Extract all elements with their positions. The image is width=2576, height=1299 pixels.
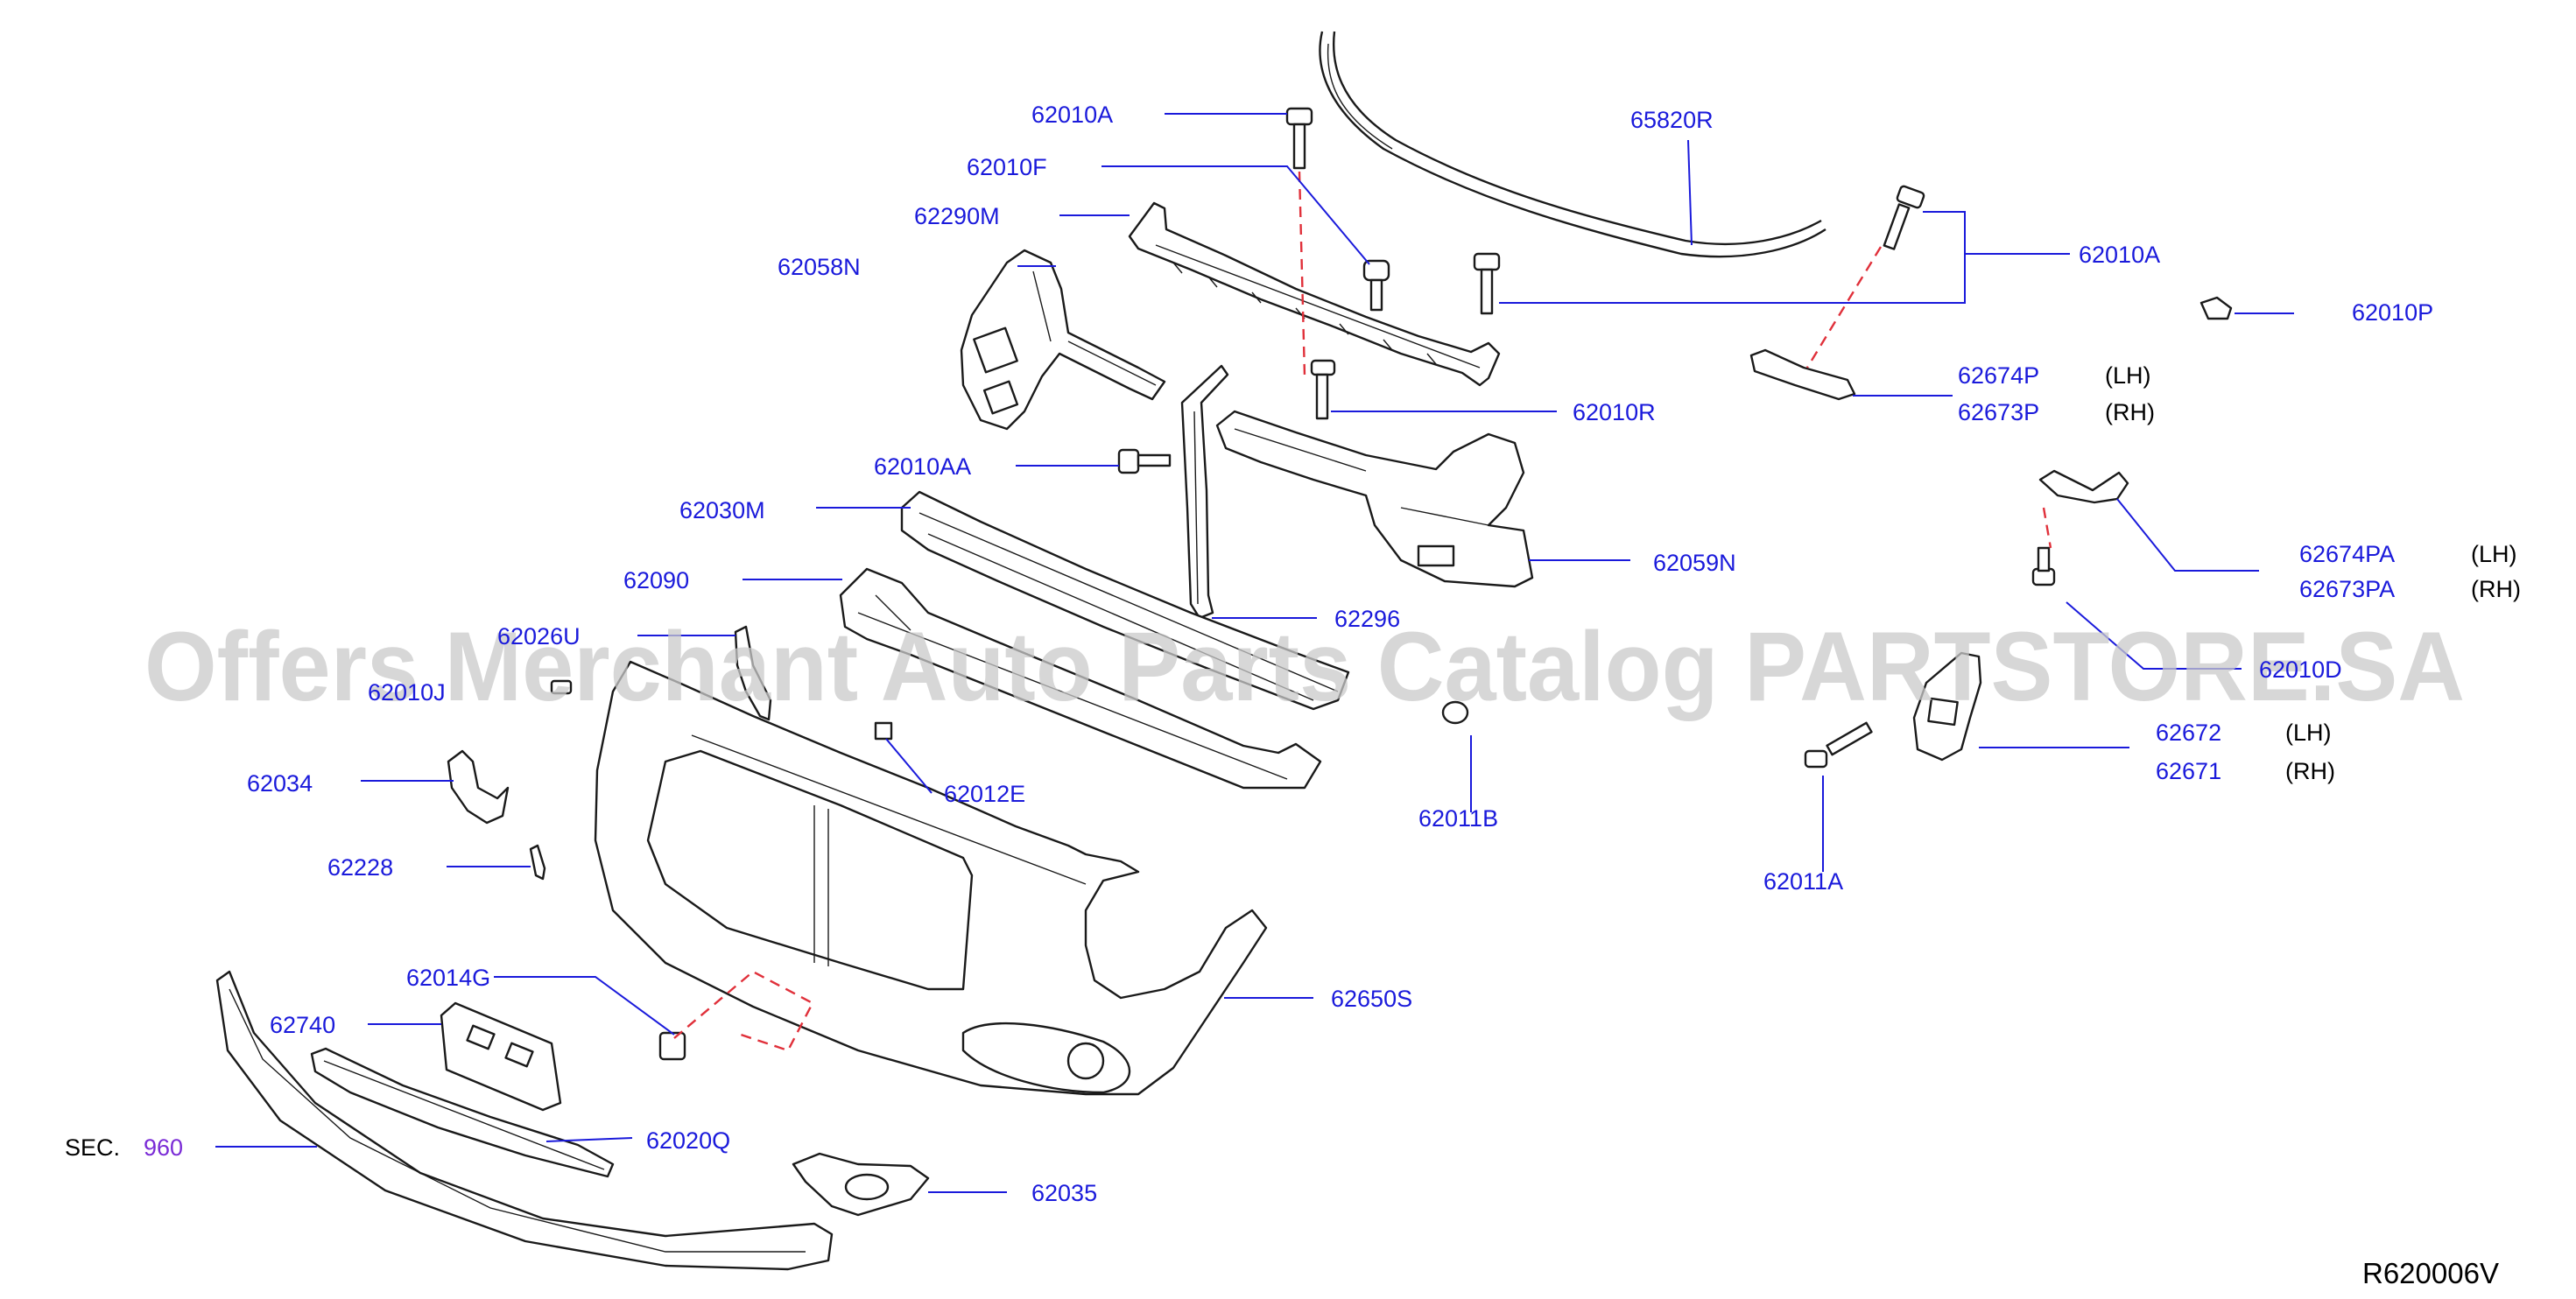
drawing-spoiler: [215, 970, 834, 1271]
section-link[interactable]: 960: [144, 1134, 183, 1161]
drawing-62650S: [594, 660, 1268, 1096]
part-side-62674P: (LH): [2105, 362, 2151, 389]
part-label-62650S[interactable]: 62650S: [1331, 986, 1412, 1012]
part-label-62290M[interactable]: 62290M: [914, 203, 1000, 229]
drawing-62674PA: [2038, 469, 2129, 504]
part-side-62673PA: (RH): [2471, 576, 2521, 602]
drawing-62010P: [2199, 296, 2233, 320]
part-side-62672: (LH): [2285, 720, 2332, 746]
drawing-62674P: [1749, 348, 1856, 401]
fastener-axes: [673, 171, 2052, 1052]
part-drawings: [215, 31, 2233, 1271]
part-label-62010F[interactable]: 62010F: [967, 154, 1047, 180]
part-label-62012E[interactable]: 62012E: [944, 781, 1025, 807]
part-label-62010D[interactable]: 62010D: [2259, 657, 2342, 683]
part-label-62296[interactable]: 62296: [1334, 606, 1400, 632]
section-prefix: SEC.: [65, 1134, 120, 1161]
part-label-62059N[interactable]: 62059N: [1653, 550, 1736, 576]
part-label-62030M[interactable]: 62030M: [679, 497, 765, 523]
part-label-62035[interactable]: 62035: [1031, 1180, 1097, 1206]
part-label-62673P[interactable]: 62673P: [1958, 399, 2039, 425]
drawing-62059N: [1215, 410, 1534, 588]
drawing-62020Q: [310, 1047, 615, 1178]
drawing-62228: [529, 844, 546, 881]
drawing-62296: [1180, 364, 1229, 620]
drawing-62740: [440, 1001, 562, 1112]
drawing-62290M: [1128, 201, 1501, 387]
leader-lines: [215, 113, 2294, 1193]
part-label-62674P[interactable]: 62674P: [1958, 362, 2039, 389]
part-label-62011B[interactable]: 62011B: [1418, 805, 1498, 832]
part-label-62672[interactable]: 62672: [2156, 720, 2221, 746]
drawing-62026U: [734, 625, 772, 721]
part-label-62026U[interactable]: 62026U: [497, 623, 581, 650]
part-label-62671[interactable]: 62671: [2156, 758, 2221, 784]
part-label-62228[interactable]: 62228: [327, 854, 393, 881]
part-label-62740[interactable]: 62740: [270, 1012, 335, 1038]
watermark-text: Offers Merchant Auto Parts Catalog PARTS…: [144, 612, 2465, 721]
drawing-62030M: [900, 490, 1350, 711]
part-label-62011A[interactable]: 62011A: [1763, 868, 1843, 895]
part-side-62671: (RH): [2285, 758, 2335, 784]
part-label-62090[interactable]: 62090: [623, 567, 689, 593]
part-label-62014G[interactable]: 62014G: [406, 965, 490, 991]
drawing-62035: [792, 1152, 930, 1217]
part-label-62010AA[interactable]: 62010AA: [874, 453, 971, 480]
part-label-62058N[interactable]: 62058N: [778, 254, 861, 280]
part-label-62010J[interactable]: 62010J: [368, 679, 446, 706]
drawing-65820R: [1319, 31, 1826, 258]
part-label-62034[interactable]: 62034: [247, 770, 313, 797]
diagram-reference-code: R620006V: [2362, 1257, 2499, 1289]
part-label-62673PA[interactable]: 62673PA: [2299, 576, 2395, 602]
part-label-65820R[interactable]: 65820R: [1630, 107, 1714, 133]
part-label-62674PA[interactable]: 62674PA: [2299, 541, 2395, 567]
part-side-62674PA: (LH): [2471, 541, 2517, 567]
part-label-62010R[interactable]: 62010R: [1573, 399, 1656, 425]
section-reference: SEC. 960: [65, 1134, 183, 1161]
part-label-62010P[interactable]: 62010P: [2352, 299, 2433, 326]
part-labels: 62010A 62010F 62290M 62058N 65820R 62010…: [247, 102, 2521, 1206]
part-label-62010A-right[interactable]: 62010A: [2079, 242, 2160, 268]
drawing-62090: [839, 567, 1322, 790]
part-side-62673P: (RH): [2105, 399, 2155, 425]
fasteners: [550, 107, 2056, 1061]
part-label-62010A-top[interactable]: 62010A: [1031, 102, 1113, 128]
drawing-62672: [1912, 651, 1982, 762]
drawing-62058N: [960, 249, 1166, 431]
part-label-62020Q[interactable]: 62020Q: [646, 1127, 730, 1154]
drawing-62034: [447, 749, 510, 825]
